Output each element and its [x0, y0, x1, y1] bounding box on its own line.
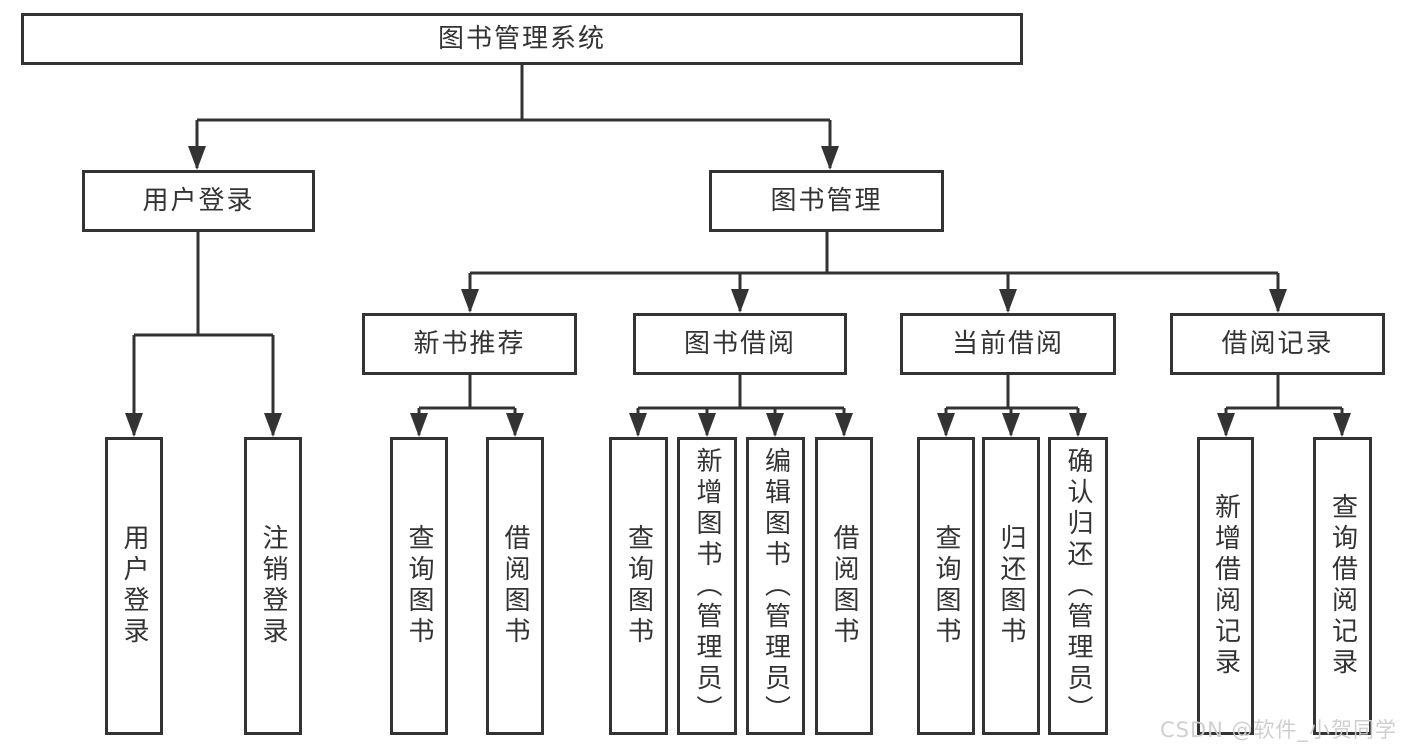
node-new-book-recommend: 新书推荐 — [362, 313, 577, 375]
node-root-system: 图书管理系统 — [21, 13, 1023, 65]
leaf-records-query-record: 查询借阅记录 — [1313, 437, 1372, 735]
leaf-borrow-borrow-books: 借阅图书 — [815, 437, 873, 735]
leaf-borrow-add-books-admin: 新增图书（管理员） — [677, 437, 737, 735]
node-book-management: 图书管理 — [709, 170, 944, 232]
leaf-borrow-query-books: 查询图书 — [609, 437, 668, 735]
csdn-watermark: CSDN @软件_小贺同学 — [1160, 718, 1398, 742]
node-book-borrow: 图书借阅 — [633, 313, 847, 375]
leaf-records-add-record: 新增借阅记录 — [1197, 437, 1254, 735]
leaf-current-query-books: 查询图书 — [917, 437, 975, 735]
leaf-user-login: 用户登录 — [105, 437, 163, 735]
node-user-login: 用户登录 — [82, 170, 315, 232]
leaf-current-confirm-return-admin: 确认归还（管理员） — [1048, 437, 1108, 735]
leaf-newbook-borrow-books: 借阅图书 — [486, 437, 544, 735]
leaf-logout: 注销登录 — [244, 437, 302, 735]
leaf-borrow-edit-books-admin: 编辑图书（管理员） — [746, 437, 805, 735]
leaf-newbook-query-books: 查询图书 — [390, 437, 448, 735]
node-current-borrow: 当前借阅 — [900, 313, 1116, 375]
node-borrow-records: 借阅记录 — [1170, 313, 1385, 375]
leaf-current-return-books: 归还图书 — [982, 437, 1040, 735]
